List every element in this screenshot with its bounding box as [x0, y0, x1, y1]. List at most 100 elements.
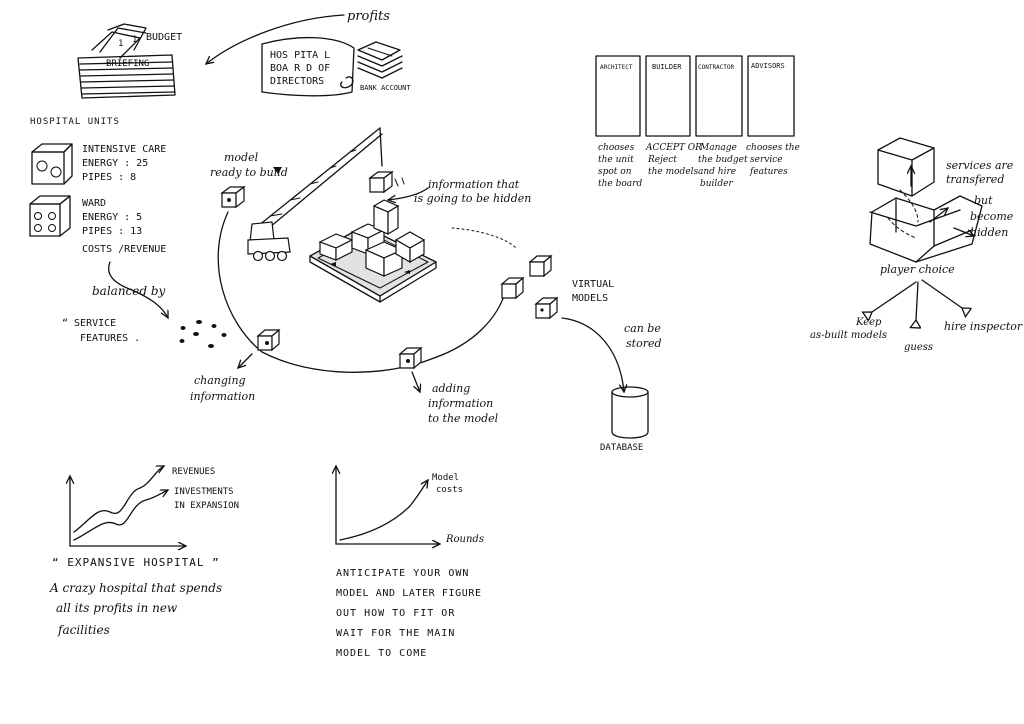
model-costs-ylabel-2: costs — [436, 485, 463, 495]
model-cube-icon — [220, 185, 246, 209]
expansive-chart-axes — [70, 476, 186, 546]
ward-name: WARD — [82, 198, 106, 209]
store-arrow — [561, 317, 624, 392]
svg-text:CONTRACTOR: CONTRACTOR — [698, 64, 735, 71]
budget-label: BUDGET — [146, 32, 182, 43]
expansive-title: “ EXPANSIVE HOSPITAL ” — [52, 556, 220, 569]
model-costs-curve — [339, 480, 428, 541]
adding-info-line-3: to the model — [428, 412, 499, 425]
changing-info-line-1: changing — [194, 374, 246, 387]
info-hidden-line-2: is going to be hidden — [414, 192, 531, 205]
model-ready-line-2: ready to build — [210, 166, 288, 179]
model-costs-caption-1: ANTICIPATE YOUR OWN — [336, 568, 469, 579]
service-features-line-2: FEATURES . — [80, 333, 140, 344]
adding-info-line-2: information — [428, 397, 493, 410]
svg-text:BUILDER: BUILDER — [652, 63, 682, 71]
revenues-label: REVENUES — [172, 467, 215, 477]
service-feature-dots — [179, 320, 227, 348]
model-costs-ylabel-1: Model — [432, 473, 459, 483]
balanced-arrow — [108, 261, 168, 318]
board-card — [261, 36, 355, 97]
expansive-caption-3: facilities — [57, 623, 110, 637]
profits-arrow — [206, 14, 345, 64]
model-costs-caption-3: OUT HOW TO FIT OR — [336, 608, 455, 619]
can-be-line-1: can be — [624, 322, 661, 335]
player-choice-label: player choice — [880, 263, 955, 276]
hospital-units-heading: HOSPITAL UNITS — [30, 117, 120, 127]
services-line-3: but — [974, 194, 993, 207]
choice-arrow-inspector — [921, 279, 962, 308]
svg-text:ADVISORS: ADVISORS — [751, 62, 785, 70]
icu-name: INTENSIVE CARE — [82, 144, 166, 155]
choice-keep-2: as-built models — [810, 330, 887, 341]
model-costs-caption-4: WAIT FOR THE MAIN — [336, 628, 455, 639]
svg-text:the board: the board — [598, 179, 642, 189]
virtual-model-cubes — [500, 254, 559, 320]
svg-text:ACCEPT OR: ACCEPT OR — [645, 143, 702, 153]
adding-info-cube-icon — [398, 346, 423, 370]
crane-icon — [247, 127, 394, 262]
model-costs-caption-2: MODEL AND LATER FIGURE — [336, 588, 482, 599]
stacked-cubes-icon — [869, 137, 983, 263]
investments-line — [73, 490, 168, 541]
ward-cube-icon — [29, 195, 71, 237]
svg-text:1: 1 — [132, 35, 137, 45]
balanced-by-label: balanced by — [92, 284, 166, 298]
icu-energy: ENERGY : 25 — [82, 158, 148, 169]
budget-briefing-stack: 1 1 — [77, 23, 176, 99]
board-line-3: DIRECTORS — [270, 76, 324, 87]
icu-pipes: PIPES : 8 — [82, 172, 136, 183]
info-hidden-arrow — [388, 187, 429, 200]
virtual-models-line-2: MODELS — [572, 293, 608, 304]
board-line-2: BOA R D OF — [270, 63, 330, 74]
briefing-label: BRIEFING — [106, 59, 149, 69]
role-card-advisors: ADVISORS chooses the service features — [746, 55, 800, 177]
bank-account-label: BANK ACCOUNT — [360, 84, 411, 92]
investments-label: INVESTMENTS — [174, 487, 234, 497]
svg-text:chooses the: chooses the — [746, 143, 800, 153]
board-line-1: HOS PITA L — [270, 50, 330, 61]
choice-guess: guess — [904, 342, 933, 353]
role-card-builder: BUILDER ACCEPT OR Reject the models — [645, 55, 702, 177]
database-label: DATABASE — [600, 443, 643, 453]
svg-text:Reject: Reject — [647, 155, 677, 165]
role-card-contractor: CONTRACTOR Manage the budget and hire bu… — [695, 55, 748, 189]
services-line-4: become — [970, 210, 1014, 223]
ward-pipes: PIPES : 13 — [82, 226, 142, 237]
svg-text:1: 1 — [118, 39, 123, 49]
bank-account-money-icon — [357, 41, 403, 79]
services-line-2: transfered — [946, 173, 1004, 186]
virtual-models-line-1: VIRTUAL — [572, 279, 614, 290]
ward-energy: ENERGY : 5 — [82, 212, 142, 223]
svg-text:Manage: Manage — [699, 143, 737, 153]
svg-text:and hire: and hire — [698, 167, 736, 177]
choice-arrow-keep — [872, 281, 917, 312]
svg-text:the unit: the unit — [598, 155, 634, 165]
expansion-label: IN EXPANSION — [174, 501, 239, 511]
process-loop — [217, 211, 507, 373]
choice-hire-inspector: hire inspector — [944, 320, 1023, 333]
model-costs-xlabel: Rounds — [445, 534, 484, 545]
costs-revenue-label: COSTS /REVENUE — [82, 244, 166, 255]
can-be-line-2: stored — [626, 337, 662, 350]
service-features-line-1: “ SERVICE — [62, 318, 116, 329]
svg-text:spot on: spot on — [598, 167, 632, 177]
choice-keep-1: Keep — [855, 317, 882, 328]
choice-arrow-guess — [916, 281, 918, 320]
changing-info-cube-icon — [256, 328, 281, 352]
model-costs-caption-5: MODEL TO COME — [336, 648, 427, 659]
info-hidden-line-1: information that — [428, 178, 520, 191]
database-icon — [611, 386, 649, 439]
services-line-1: services are — [946, 159, 1014, 172]
svg-text:chooses: chooses — [598, 143, 635, 153]
svg-text:features: features — [749, 167, 788, 177]
svg-text:service: service — [750, 155, 783, 165]
svg-text:builder: builder — [700, 179, 733, 189]
svg-text:the models: the models — [648, 167, 699, 177]
role-card-architect: ARCHITECT chooses the unit spot on the b… — [595, 55, 642, 189]
services-line-5: hidden — [970, 226, 1008, 239]
revenues-line — [73, 466, 164, 533]
svg-text:ARCHITECT: ARCHITECT — [600, 64, 633, 71]
expansive-caption-2: all its profits in new — [56, 601, 178, 615]
